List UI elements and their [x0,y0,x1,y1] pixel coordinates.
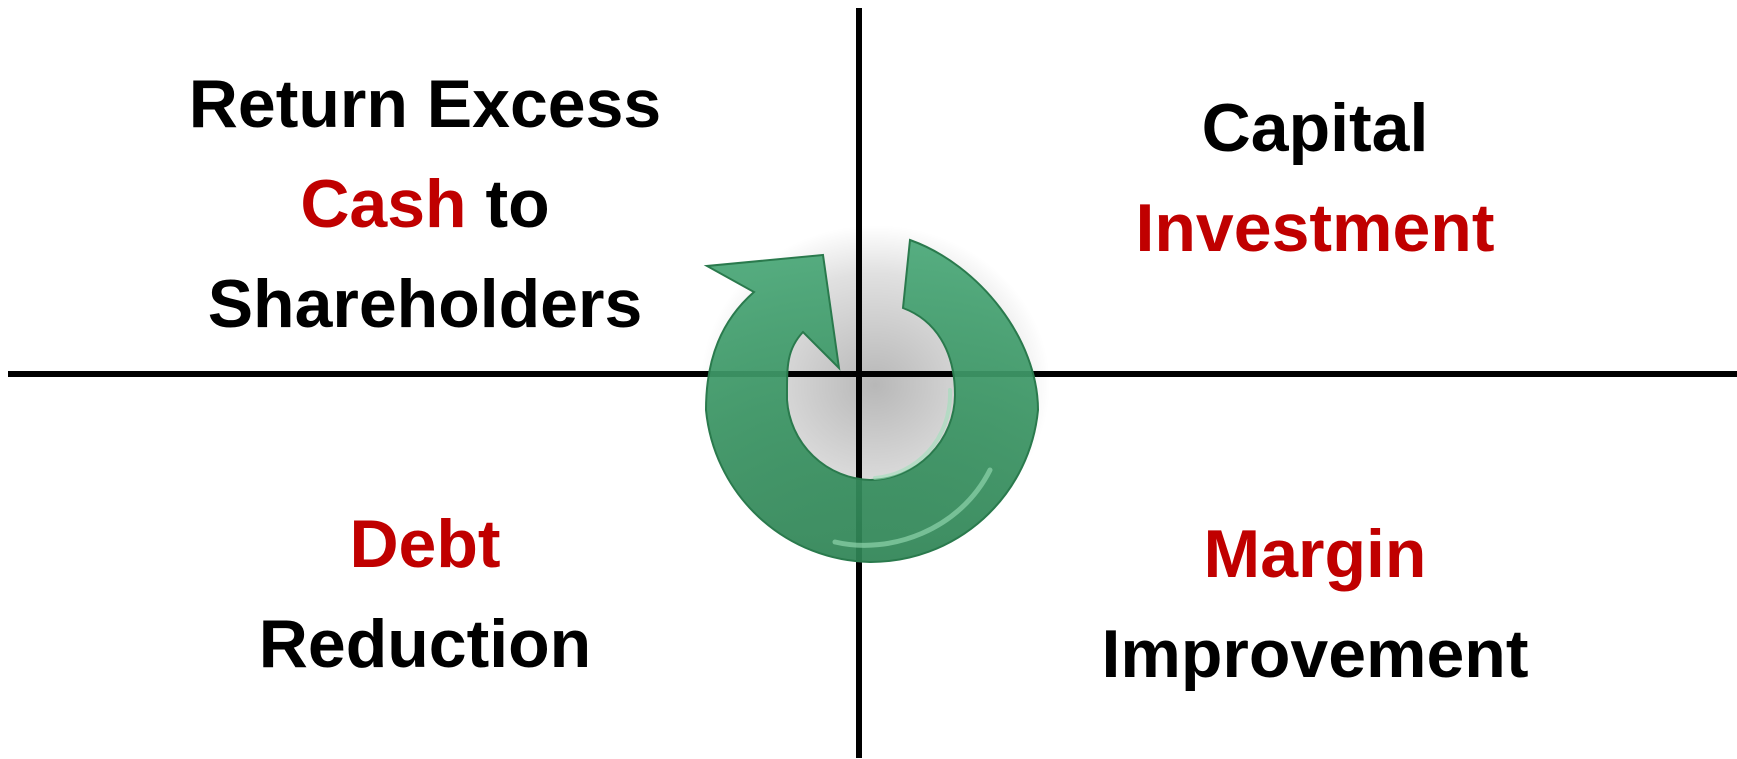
quadrant-line-rest: to [466,166,550,242]
quadrant-line: Improvement [1101,616,1529,692]
arrow-inner-highlight [873,388,953,480]
arrow-shadow [700,225,1050,545]
quadrant-return-excess-cash: Return Excess Cash to Shareholders [110,54,740,354]
horizontal-axis-line [8,371,1737,377]
quadrant-line: Cash to [110,154,740,254]
quadrant-line: Shareholders [207,266,643,342]
quadrant-line: Return Excess [188,66,662,142]
quadrant-capital-investment: Capital Investment [1000,78,1630,278]
quadrant-line: Capital [1201,90,1429,166]
highlight-word-cash: Cash [300,166,467,242]
highlight-word-margin: Margin [1203,516,1427,592]
quadrant-debt-reduction: Debt Reduction [110,494,740,694]
vertical-axis-line [856,8,862,758]
highlight-word-debt: Debt [349,506,501,582]
highlight-word-investment: Investment [1135,190,1495,266]
quadrant-margin-improvement: Margin Improvement [1000,504,1630,704]
arrow-body [703,238,1040,564]
quadrant-line: Reduction [258,606,592,682]
